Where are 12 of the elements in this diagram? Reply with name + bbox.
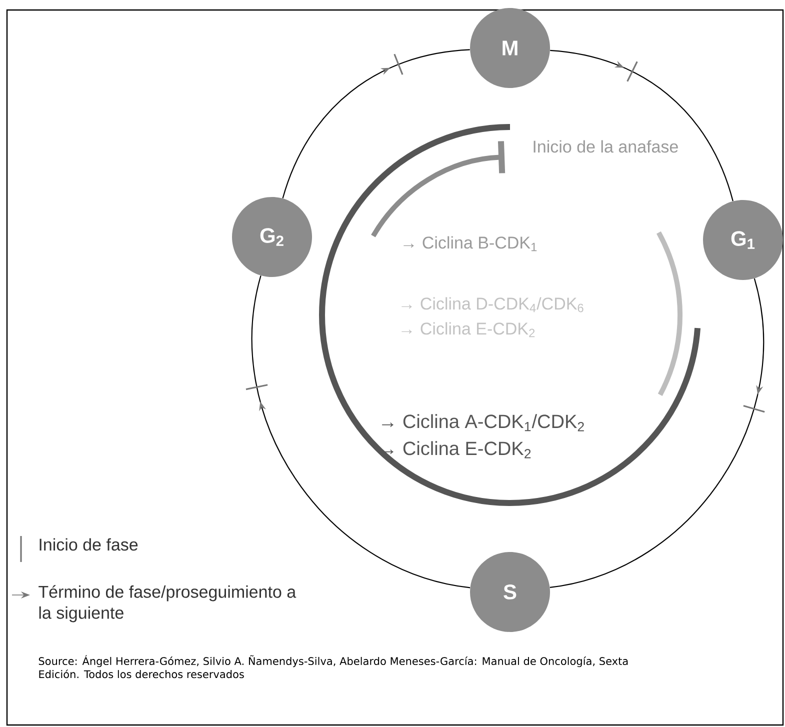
cyclin-label: → Ciclina B-CDK$_{1}$ <box>404 236 537 252</box>
cycle-arrow <box>282 49 470 198</box>
legend-text: Término de fase/proseguimiento a la siguiente <box>38 585 296 622</box>
anaphase-label: Inicio de la anafase <box>534 140 678 153</box>
cycle-arrow <box>246 275 470 588</box>
cyclin-label: → Ciclina D-CDK$_{4}$/CDK$_{6}$ <box>402 297 584 312</box>
cycle-arrow <box>550 50 734 202</box>
source-note: Source: Ángel Herrera-Gómez, Silvio A. Ñamendys-Silva, Abelardo Meneses-García: Manual de Oncología, Sexta Edición. Todos los derechos reservados <box>38 655 628 678</box>
cyclin-label: → Ciclina A-CDK$_{1}$/CDK$_{2}$ <box>382 414 584 432</box>
cyclin-label: → Ciclina E-CDK$_{2}$ <box>402 322 535 338</box>
cycle-arrow <box>550 278 765 588</box>
legend-text: Inicio de fase <box>40 538 138 551</box>
